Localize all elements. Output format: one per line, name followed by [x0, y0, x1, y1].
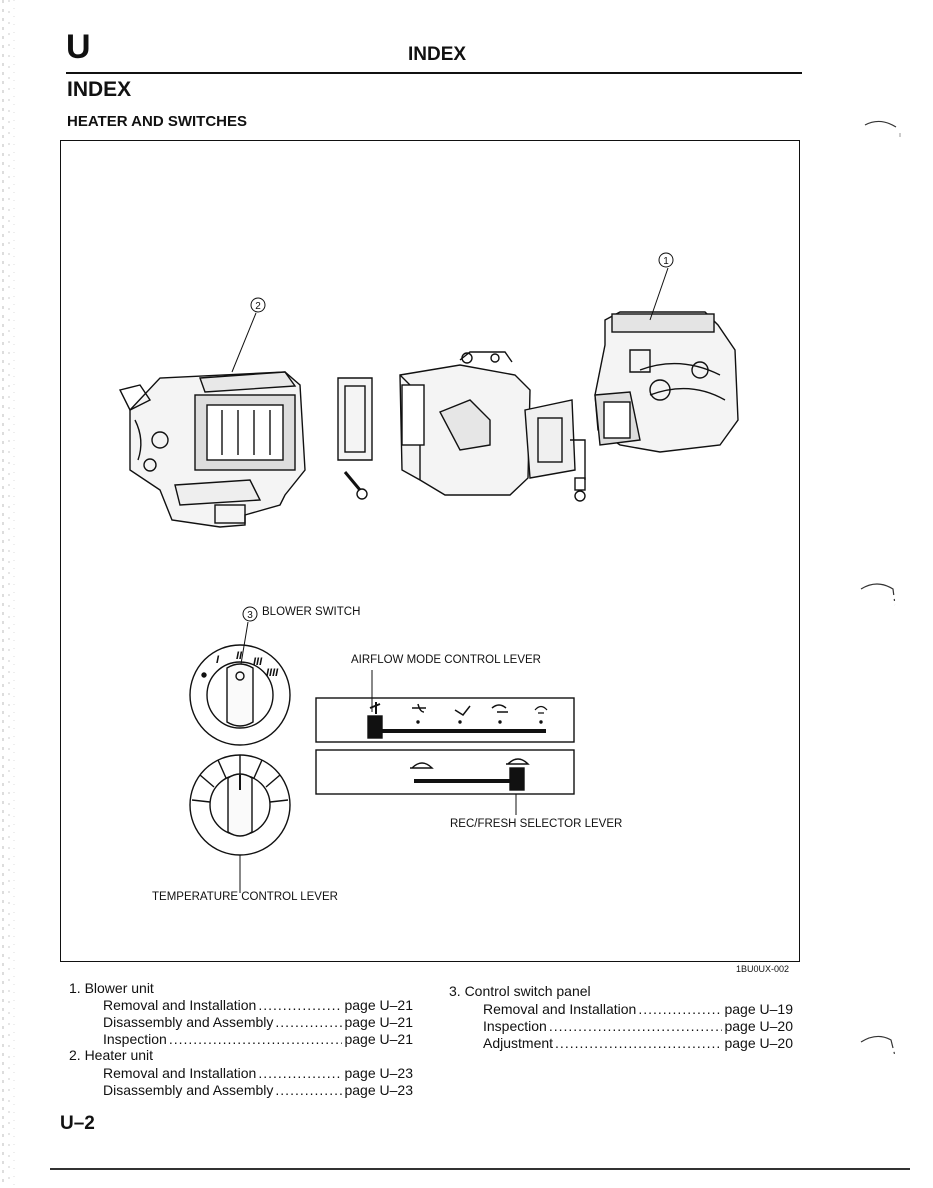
blower-motor-drawing — [594, 311, 739, 453]
page-heading: INDEX — [67, 78, 132, 101]
list-item: Disassembly and Assemblypage U–21 — [103, 1014, 413, 1031]
figure-code: 1BU0UX-002 — [736, 964, 790, 974]
airflow-mode-panel — [315, 670, 575, 743]
callout-3: 3 — [247, 610, 253, 621]
temperature-label: TEMPERATURE CONTROL LEVER — [152, 891, 338, 903]
section-heading: HEATER AND SWITCHES — [67, 113, 247, 130]
list-item: Removal and Installationpage U–21 — [103, 997, 413, 1014]
blower-mark-1: I — [216, 654, 220, 666]
blower-mark-4: IIII — [266, 667, 279, 679]
list-item: Removal and Installationpage U–19 — [483, 1001, 793, 1018]
list-item: Adjustmentpage U–20 — [483, 1035, 793, 1052]
binder-hole-mark — [864, 120, 901, 137]
heater-unit-drawing — [118, 371, 306, 528]
filter-and-screw-drawing — [337, 377, 373, 500]
list-item: 3. Control switch panel — [449, 983, 591, 999]
list-item: 2. Heater unit — [69, 1047, 154, 1063]
callout-circle-1 — [658, 252, 674, 268]
blower-mark-2: II — [236, 650, 243, 662]
callout-circle-2 — [250, 297, 266, 313]
figure-frame — [60, 140, 800, 962]
blower-switch-knob: I II III IIII — [189, 644, 291, 746]
list-item: Inspectionpage U–20 — [483, 1018, 793, 1035]
list-item: 1. Blower unit — [69, 980, 154, 996]
binder-hole-mark — [860, 1035, 896, 1057]
callout-circle-3 — [242, 606, 258, 622]
heater-switches-illustration: 1 2 3 I II III IIII — [118, 252, 739, 893]
header-rule — [66, 72, 802, 74]
rec-fresh-label: REC/FRESH SELECTOR LEVER — [450, 818, 623, 830]
callout-2: 2 — [255, 301, 261, 312]
blower-mark-3: III — [253, 656, 263, 668]
temperature-control-knob — [189, 754, 291, 893]
bottom-rule — [50, 1168, 910, 1170]
list-item: Disassembly and Assemblypage U–23 — [103, 1082, 413, 1099]
section-letter: U — [66, 28, 91, 66]
header-title: INDEX — [408, 44, 467, 65]
callout-1: 1 — [663, 256, 669, 267]
binder-hole-mark — [860, 583, 896, 606]
page-number: U–2 — [60, 1113, 95, 1134]
list-item: Inspectionpage U–21 — [103, 1031, 413, 1048]
blower-case-drawing — [399, 351, 586, 502]
blower-switch-label: BLOWER SWITCH — [262, 606, 361, 618]
scan-left-edge — [2, 0, 15, 1188]
rec-fresh-panel — [315, 749, 575, 815]
airflow-mode-label: AIRFLOW MODE CONTROL LEVER — [351, 654, 541, 666]
list-item: Removal and Installationpage U–23 — [103, 1065, 413, 1082]
